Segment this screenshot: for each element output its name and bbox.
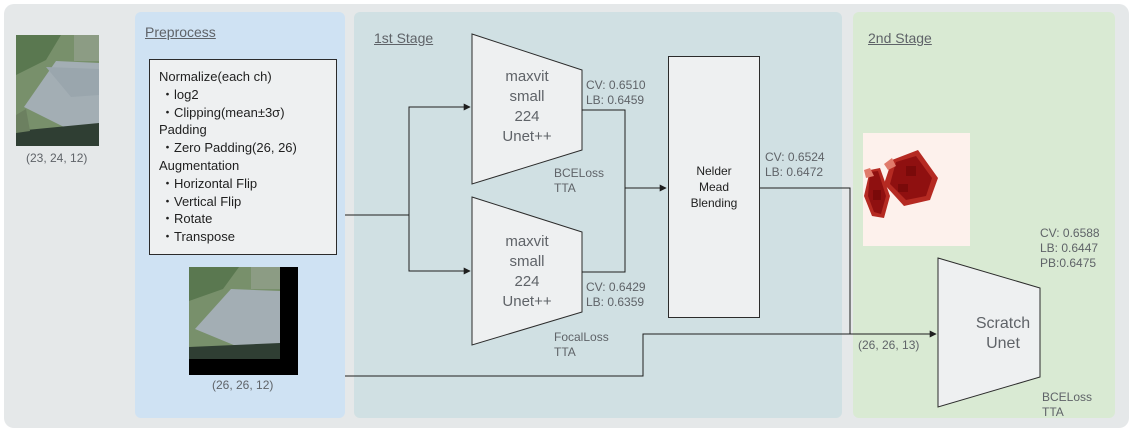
model1-label: maxvit small 224 Unet++ [502, 68, 552, 145]
connector-to-model2 [408, 215, 471, 275]
model3-shape [937, 257, 1041, 408]
preprocess-item: ・Zero Padding(26, 26) [161, 140, 297, 156]
model2-label: maxvit small 224 Unet++ [502, 233, 552, 310]
model1-lb: LB: 0.6459 [586, 93, 645, 107]
preprocess-item: Padding [159, 122, 207, 138]
preprocess-item: ・Horizontal Flip [161, 175, 258, 191]
stage2-input-shape: (26, 26, 13) [858, 338, 920, 352]
model1-cv: CV: 0.6510 [586, 78, 646, 92]
input-satellite-image [16, 35, 99, 146]
model3-tta: TTA [1042, 405, 1064, 419]
stage1-panel [354, 12, 842, 418]
model3-lb: LB: 0.6447 [1040, 241, 1099, 255]
connector-to-model1 [408, 103, 471, 215]
model3-cv: CV: 0.6588 [1040, 226, 1100, 240]
preprocess-item: ・Rotate [161, 211, 213, 227]
preprocess-item: Augmentation [159, 157, 240, 173]
preprocess-item: ・Transpose [161, 229, 235, 245]
model2-lb: LB: 0.6359 [586, 295, 645, 309]
model2-tta: TTA [554, 345, 576, 359]
preprocess-item: ・Vertical Flip [161, 193, 242, 209]
preprocess-box: Normalize(each ch) ・log2 ・Clipping(mean±3σ… [149, 59, 337, 255]
input-shape-label: (23, 24, 12) [26, 151, 88, 165]
connector-input-stage2 [345, 333, 850, 377]
model2-cv: CV: 0.6429 [586, 280, 646, 294]
model1-loss: BCELoss [554, 166, 605, 180]
blending-label: Nelder Mead Blending [690, 164, 738, 210]
model1-tta: TTA [554, 181, 576, 195]
blend-lb: LB: 0.6472 [765, 165, 824, 179]
model2-loss: FocalLoss [554, 330, 609, 344]
model3-loss: BCELoss [1042, 390, 1093, 404]
model3-pb: PB:0.6475 [1040, 256, 1097, 270]
preprocess-title: Preprocess [145, 24, 216, 40]
blending-box: Nelder Mead Blending [668, 56, 760, 318]
model2-shape [471, 196, 583, 346]
stage2-title: 2nd Stage [868, 30, 932, 46]
connector-model1-blend [582, 109, 626, 188]
model3-label: Scratch Unet [975, 315, 1031, 352]
blend-cv: CV: 0.6524 [765, 150, 825, 164]
connector-model2-blend [582, 188, 626, 273]
blend-heatmap-image [863, 133, 970, 246]
stage1-title: 1st Stage [374, 30, 434, 46]
preprocess-item: Normalize(each ch) [159, 69, 272, 84]
preprocess-item: ・log2 [161, 86, 199, 102]
connector-blend-stage2 [760, 187, 937, 338]
padded-satellite-image [189, 267, 298, 375]
preprocess-item: ・Clipping(mean±3σ) [161, 104, 285, 120]
padded-shape-label: (26, 26, 12) [212, 378, 274, 392]
model1-shape [471, 33, 583, 185]
